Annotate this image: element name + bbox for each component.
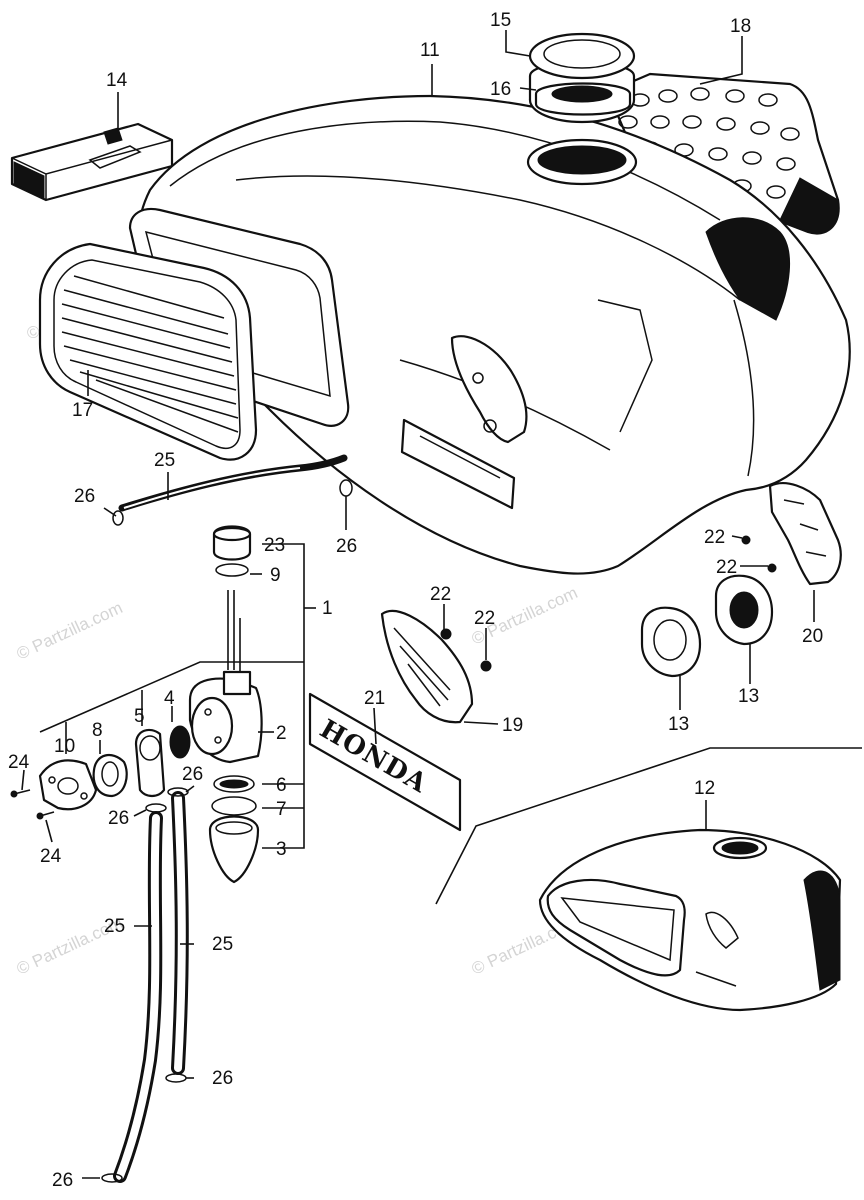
callout-21: 21: [364, 688, 385, 709]
callout-26: 26: [74, 486, 95, 507]
callout-19: 19: [502, 715, 523, 736]
callout-11: 11: [420, 40, 440, 61]
callout-25: 25: [154, 450, 175, 471]
part-20-bracket: [741, 482, 842, 586]
callout-5: 5: [134, 706, 145, 727]
part-19-wing-emblem: [380, 609, 492, 724]
part-25-breather-hose: [118, 454, 348, 512]
callout-13: 13: [738, 686, 759, 707]
callout-15: 15: [490, 10, 511, 31]
part-14-bracket: [10, 122, 174, 202]
callout-26: 26: [182, 764, 203, 785]
callout-3: 3: [276, 839, 287, 860]
part-4-5-8-10-strainer-gaskets: [10, 725, 191, 820]
callout-17: 17: [72, 400, 93, 421]
callout-18: 18: [730, 16, 751, 37]
callout-20: 20: [802, 626, 823, 647]
callout-2: 2: [276, 723, 287, 744]
callout-10: 10: [54, 736, 75, 757]
callout-12: 12: [694, 778, 715, 799]
divider-line: [435, 747, 862, 905]
callout-22: 22: [704, 527, 725, 548]
callout-23: 23: [264, 535, 285, 556]
callout-4: 4: [164, 688, 175, 709]
callout-24: 24: [8, 752, 30, 773]
part-15-16-filler-cap: [528, 32, 636, 124]
callout-22: 22: [430, 584, 451, 605]
callout-7: 7: [276, 799, 287, 820]
watermark: © Partzilla.com: [14, 598, 126, 664]
callout-6: 6: [276, 775, 287, 796]
part-13-rubber-cushion: [640, 574, 774, 678]
callout-13: 13: [668, 714, 689, 735]
part-12-fuel-tank-alt: [538, 828, 842, 1012]
part-25-fuel-hose: [113, 791, 189, 1183]
callout-25: 25: [212, 934, 233, 955]
callout-22: 22: [474, 608, 495, 629]
leader-lines: [21, 30, 815, 1179]
callout-26: 26: [52, 1170, 73, 1191]
callout-16: 16: [490, 79, 511, 100]
callouts: 15 16 18 11 14 17 25 26 26 23 9 1 2 6 7 …: [8, 10, 823, 1191]
callout-22: 22: [716, 557, 737, 578]
part-17-side-cover: [38, 242, 258, 461]
callout-8: 8: [92, 720, 103, 741]
callout-25: 25: [104, 916, 125, 937]
callout-9: 9: [270, 565, 281, 586]
callout-24: 24: [40, 846, 62, 867]
callout-1: 1: [322, 598, 333, 619]
callout-26: 26: [336, 536, 357, 557]
callout-26: 26: [212, 1068, 233, 1089]
part-1-fuel-cock: [188, 525, 263, 884]
callout-14: 14: [106, 70, 128, 91]
callout-26: 26: [108, 808, 129, 829]
